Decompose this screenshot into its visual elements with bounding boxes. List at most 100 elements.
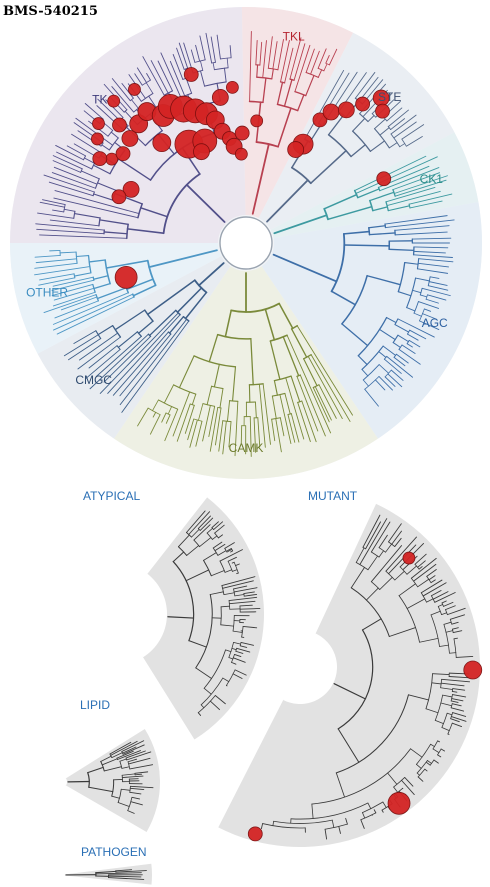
mutant-kinase-leaf-branch bbox=[370, 545, 403, 583]
atypical-kinase-branch bbox=[209, 591, 224, 595]
kinase-tk-branch bbox=[131, 99, 139, 109]
kinase-tk-branch bbox=[162, 173, 201, 235]
kinase-ste-leaf-branch bbox=[390, 114, 417, 135]
kinase-tkl-leaf-branch bbox=[305, 48, 315, 73]
atypical-kinase-leaf-branch bbox=[197, 712, 202, 716]
kinase-camk-branch bbox=[167, 406, 173, 415]
kinase-cmgc-branch bbox=[184, 291, 208, 320]
kinase-other-leaf-branch bbox=[34, 266, 91, 276]
mutant-kinase-branch bbox=[311, 803, 314, 819]
kinase-tk-leaf-branch bbox=[142, 56, 165, 96]
atypical-kinase-branch bbox=[200, 704, 205, 709]
kinase-camk-leaf-branch bbox=[310, 354, 351, 422]
kinase-camk-leaf-branch bbox=[271, 418, 276, 442]
hit-tk bbox=[211, 89, 229, 106]
lipid-kinase-branch bbox=[103, 766, 122, 772]
kinase-tk-leaf-branch bbox=[146, 73, 151, 81]
atypical-kinase-branch bbox=[206, 527, 213, 534]
kinase-tk-leaf-branch bbox=[71, 133, 103, 154]
kinase-camk-branch bbox=[303, 358, 318, 387]
kinase-agc-branch bbox=[343, 244, 391, 247]
mutant-kinase-branch bbox=[398, 595, 420, 643]
kinase-ck1-branch bbox=[273, 214, 328, 235]
mutant-kinase-branch bbox=[445, 630, 454, 633]
mutant-kinase-branch bbox=[406, 598, 426, 609]
kinase-agc-branch bbox=[368, 232, 396, 236]
mutant-kinase-leaf-branch bbox=[443, 601, 454, 607]
mutant-kinase-leaf-branch bbox=[437, 740, 440, 743]
kinase-tk-leaf-branch bbox=[66, 145, 87, 157]
kinase-agc-leaf-branch bbox=[409, 329, 427, 340]
kinase-other-leaf-branch bbox=[52, 292, 129, 325]
pathogen-kinase-leaf-branch bbox=[95, 872, 142, 875]
lipid-kinase-leaf-branch bbox=[129, 787, 145, 791]
kinase-tk-branch bbox=[117, 158, 152, 181]
kinase-agc-branch bbox=[404, 262, 419, 265]
kinase-agc-leaf-branch bbox=[378, 376, 393, 391]
mutant-kinase-leaf-branch bbox=[428, 575, 436, 581]
kinase-cmgc-leaf-branch bbox=[112, 331, 169, 396]
kinase-camk-branch bbox=[273, 380, 278, 396]
atypical-kinase-branch bbox=[210, 570, 225, 577]
kinase-agc-leaf-branch bbox=[390, 369, 404, 381]
subtree-camk bbox=[137, 272, 353, 457]
mutant-kinase-leaf-branch bbox=[434, 592, 456, 603]
atypical-kinase-branch bbox=[203, 687, 212, 695]
kinase-ck1-leaf-branch bbox=[394, 179, 447, 197]
lipid-kinase-leaf-branch bbox=[127, 758, 138, 763]
kinase-tk-leaf-branch bbox=[169, 60, 186, 97]
kinase-camk-branch bbox=[226, 400, 231, 422]
kinase-camk-leaf-branch bbox=[202, 405, 211, 442]
kinase-other-leaf-branch bbox=[43, 294, 97, 313]
atypical-kinase-leaf-branch bbox=[197, 515, 211, 530]
kinase-cmgc-leaf-branch bbox=[77, 336, 121, 370]
mutant-kinase-leaf-branch bbox=[260, 823, 264, 830]
group-label-other: OTHER bbox=[26, 286, 68, 300]
kinase-camk-leaf-branch bbox=[312, 387, 330, 423]
kinase-ste-leaf-branch bbox=[386, 107, 403, 122]
atypical-kinase-leaf-branch bbox=[193, 524, 211, 541]
kinase-tk-leaf-branch bbox=[205, 32, 213, 64]
kinase-agc-branch bbox=[330, 233, 346, 293]
kinase-camk-branch bbox=[191, 393, 197, 406]
kinase-agc-branch bbox=[361, 368, 369, 377]
kinase-ste-branch bbox=[388, 142, 398, 149]
kinase-tkl-leaf-branch bbox=[328, 48, 338, 66]
atypical-kinase-leaf-branch bbox=[217, 534, 223, 539]
kinase-ck1-branch bbox=[327, 205, 373, 221]
kinase-ste-branch bbox=[379, 127, 390, 136]
kinase-tk-leaf-branch bbox=[172, 53, 184, 80]
mutant-kinase-branch bbox=[410, 748, 423, 758]
mutant-kinase-branch bbox=[446, 712, 453, 716]
mutant-kinase-leaf-branch bbox=[453, 637, 458, 640]
kinase-cmgc-branch bbox=[168, 316, 185, 334]
kinase-cmgc-leaf-branch bbox=[119, 333, 172, 397]
kinase-camk-leaf-branch bbox=[279, 417, 285, 437]
mutant-kinase-branch bbox=[262, 823, 306, 829]
lipid-kinase-leaf-branch bbox=[129, 764, 154, 770]
hit-ste bbox=[355, 96, 371, 112]
kinase-cmgc-branch bbox=[114, 309, 146, 331]
mutant-kinase-leaf-branch bbox=[433, 759, 439, 764]
kinase-agc-branch bbox=[366, 275, 402, 286]
kinase-camk-branch bbox=[290, 375, 301, 403]
atypical-kinase-branch bbox=[203, 649, 226, 689]
kinase-ste-leaf-branch bbox=[387, 109, 409, 128]
kinase-ste-leaf-branch bbox=[354, 71, 376, 99]
mutant-kinase-branch bbox=[362, 812, 366, 819]
atypical-kinase-branch bbox=[225, 649, 232, 653]
kinase-tk-leaf-branch bbox=[121, 83, 134, 99]
kinase-camk-leaf-branch bbox=[176, 403, 191, 442]
kinase-cmgc-leaf-branch bbox=[73, 330, 97, 344]
atypical-kinase-leaf-branch bbox=[234, 653, 242, 658]
kinase-tkl-branch bbox=[256, 64, 259, 78]
kinase-camk-branch bbox=[278, 302, 294, 330]
kinase-agc-leaf-branch bbox=[387, 373, 403, 388]
atypical-kinase-branch bbox=[203, 552, 217, 561]
kinase-agc-leaf-branch bbox=[421, 287, 451, 297]
kinase-agc-leaf-branch bbox=[427, 285, 449, 291]
mutant-kinase-leaf-branch bbox=[452, 630, 463, 634]
atypical-kinase-leaf-branch bbox=[239, 604, 253, 607]
mutant-kinase-leaf-branch bbox=[451, 722, 462, 728]
